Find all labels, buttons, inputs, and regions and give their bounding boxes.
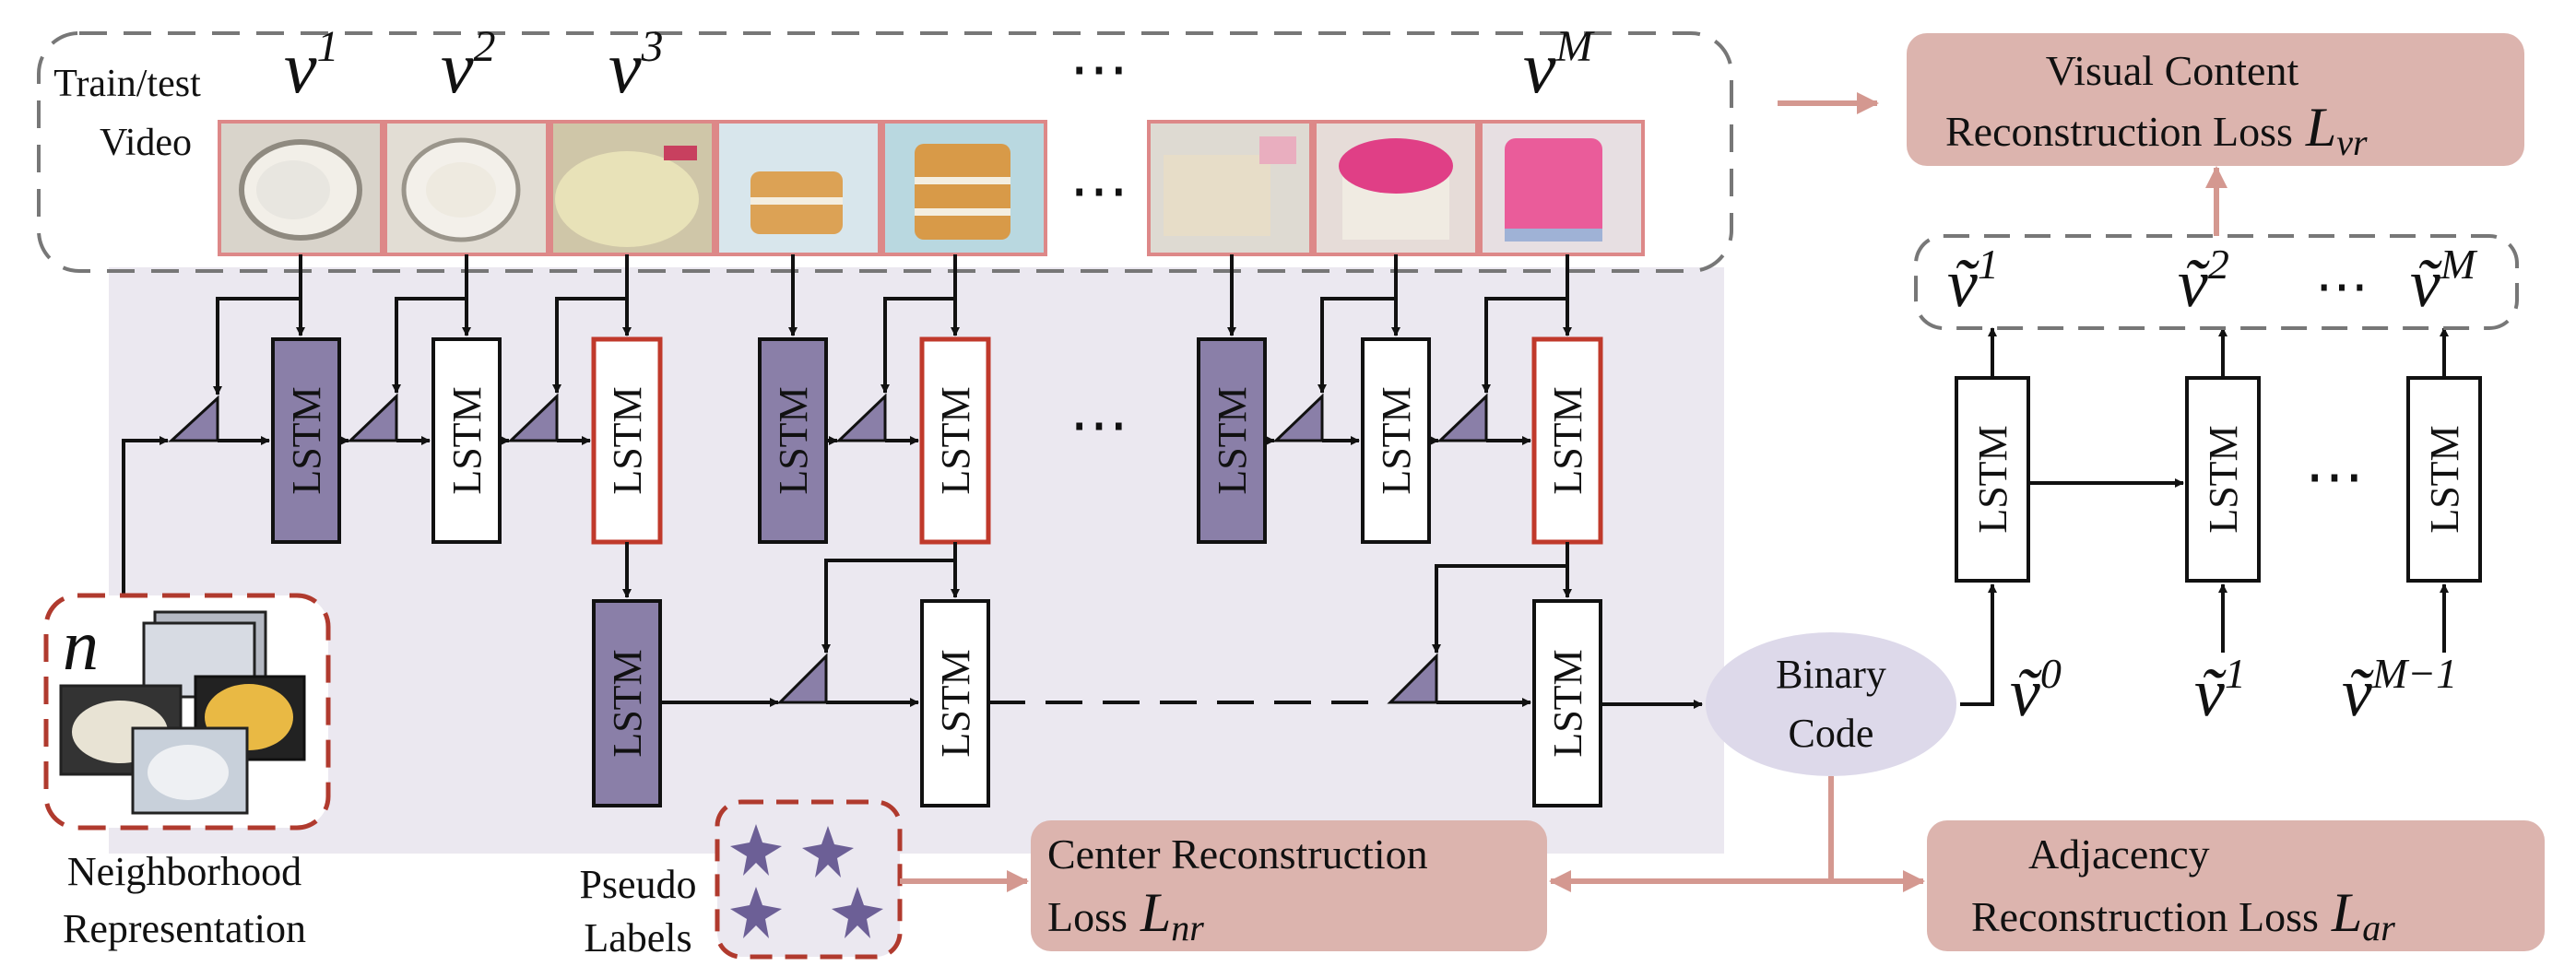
lstm-label: LSTM xyxy=(1545,386,1590,494)
frame-thumb-2 xyxy=(384,120,549,256)
decoder-output-box xyxy=(1914,234,2519,330)
lstm-dec-2 xyxy=(2185,376,2261,583)
center-loss-line1: Center Reconstruction xyxy=(1047,831,1428,878)
pseudo-label-line1: Pseudo xyxy=(579,862,696,907)
lstm-enc-r1-8 xyxy=(1531,336,1603,545)
lstm-enc-r1-7 xyxy=(1361,337,1431,544)
gate-triangle xyxy=(835,393,887,442)
neighborhood-thumbnails xyxy=(59,610,306,815)
frame-thumb-3 xyxy=(549,120,715,256)
decoder-input-v0: ṽ0 xyxy=(2010,650,2062,731)
frame-label-v3: v3 xyxy=(609,22,664,109)
lstm-label: LSTM xyxy=(605,649,650,757)
decoder-lstm-ellipsis: ⋯ xyxy=(2305,443,2364,509)
neighborhood-label-line1: Neighborhood xyxy=(67,849,301,894)
input-video-box xyxy=(37,31,1733,273)
frame-thumb-6 xyxy=(1147,120,1313,256)
neighborhood-symbol: n xyxy=(63,605,99,685)
lstm-dec-1 xyxy=(1955,376,2030,583)
lstm-label: LSTM xyxy=(605,386,650,494)
decoder-output-vM: ṽM xyxy=(2410,241,2478,322)
frame-thumb-4 xyxy=(715,120,881,256)
input-label-line2: Video xyxy=(100,122,192,164)
neighborhood-label-line2: Representation xyxy=(63,906,306,951)
lstm-enc-r1-4 xyxy=(758,337,828,544)
frame-thumb-5 xyxy=(881,120,1047,256)
frame-thumb-8 xyxy=(1479,120,1645,256)
decoder-output-ellipsis: ⋯ xyxy=(2315,256,2369,316)
center-loss-box xyxy=(1031,820,1547,951)
lstm-enc-r1-3 xyxy=(591,336,663,545)
frame-label-v2: v2 xyxy=(441,22,496,109)
lstm-label: LSTM xyxy=(933,649,978,757)
lstm-label: LSTM xyxy=(2201,425,2246,533)
gate-triangle xyxy=(1387,653,1438,704)
lstm-label: LSTM xyxy=(1970,425,2015,533)
visual-loss-line1: Visual Content xyxy=(2046,47,2299,94)
frame-thumb-7 xyxy=(1313,120,1479,256)
adjacency-loss-box xyxy=(1927,820,2545,951)
decoder-output-v2: ṽ2 xyxy=(2178,241,2229,322)
gate-triangle xyxy=(1272,393,1324,442)
pseudo-label-stars xyxy=(730,824,883,938)
decoder-input-vM-1: ṽM−1 xyxy=(2342,650,2457,731)
lstm-label: LSTM xyxy=(1374,386,1419,494)
lstm-label: LSTM xyxy=(771,386,816,494)
decoder-output-v1: ṽ1 xyxy=(1947,241,1999,322)
gate-triangle xyxy=(168,395,219,442)
lstm-label: LSTM xyxy=(444,386,490,494)
lstm-label: LSTM xyxy=(1210,386,1255,494)
lstm-enc-r1-1 xyxy=(271,337,341,544)
lstm-label: LSTM xyxy=(2422,425,2467,533)
gate-triangle xyxy=(347,393,398,442)
binary-to-adjacency-arrow xyxy=(1828,776,1925,892)
binary-code-node xyxy=(1706,632,1956,776)
lstm-enc-r1-5 xyxy=(919,336,991,545)
decoder-input-v1: ṽ1 xyxy=(2194,650,2246,731)
lstm-label: LSTM xyxy=(1545,649,1590,757)
pseudo-label-line2: Labels xyxy=(584,915,691,960)
lstm-enc-r1-2 xyxy=(431,337,502,544)
lstm-label: LSTM xyxy=(284,386,329,494)
adjacency-loss-line1: Adjacency xyxy=(2028,831,2210,878)
lstm-label: LSTM xyxy=(933,386,978,494)
frames-mid-ellipsis: ⋯ xyxy=(1069,158,1128,223)
gate-triangle xyxy=(776,653,828,704)
binary-code-line2: Code xyxy=(1789,711,1874,756)
frame-label-v1: v1 xyxy=(284,22,339,109)
frames-top-ellipsis: ⋯ xyxy=(1069,36,1128,101)
encoder-ellipsis: ⋯ xyxy=(1069,392,1128,457)
gate-triangle xyxy=(1436,393,1488,442)
input-label-line1: Train/test xyxy=(53,63,201,105)
gate-triangle xyxy=(507,393,559,442)
frame-thumb-1 xyxy=(218,120,384,256)
binary-code-line1: Binary xyxy=(1776,652,1886,697)
visual-loss-box xyxy=(1907,33,2524,166)
frame-label-vM: vM xyxy=(1523,22,1596,109)
